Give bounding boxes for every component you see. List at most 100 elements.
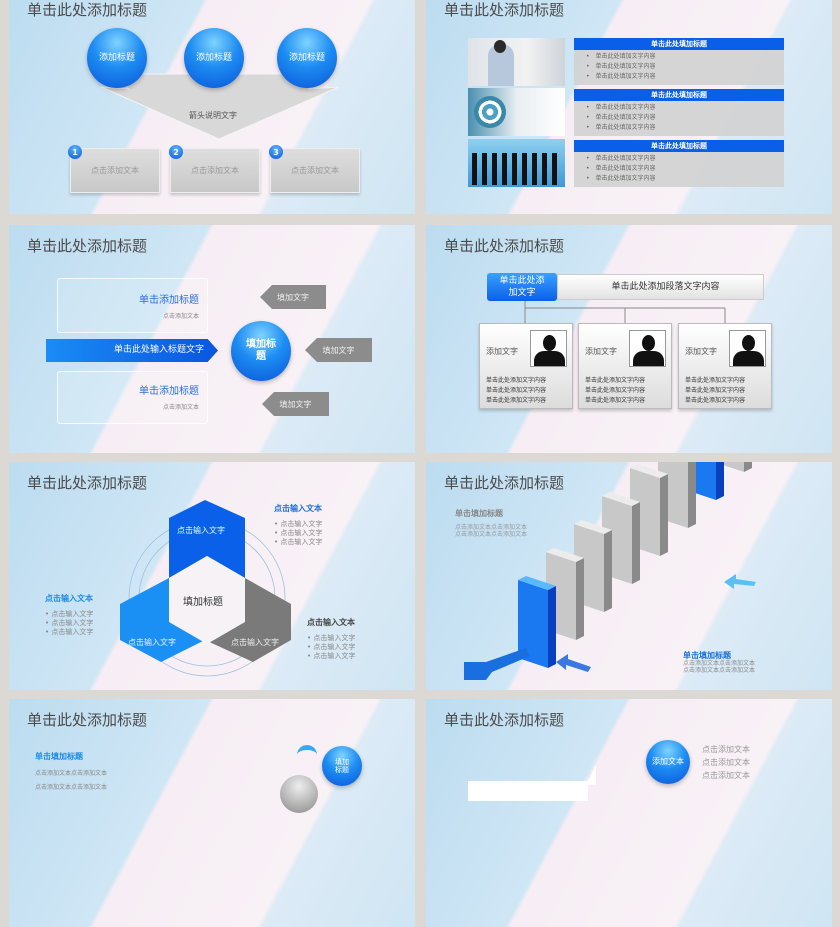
row-header[interactable]: 单击此处填加标题 [574, 89, 784, 101]
box-text: 点击添加文本 [162, 313, 199, 320]
bullet-item: 点击输入文字 [307, 652, 355, 661]
text-line: 点击添加文本 [702, 771, 750, 780]
title-arrow[interactable]: 单击此处输入标题文字 [46, 339, 218, 362]
slide-title: 单击此处添加标题 [444, 237, 565, 255]
slide-title: 单击此处添加标题 [27, 711, 148, 729]
number-badge: 3 [269, 145, 283, 159]
slide-thumbnail-6[interactable]: 单击此处添加标题 单击填加标题 点击添加文本点击添加文本点击添加文本点击添加文本… [426, 462, 832, 690]
arrow-caption: 箭头说明文字 [189, 111, 237, 120]
row-header[interactable]: 单击此处填加标题 [574, 140, 784, 152]
bullet-item: 单击此处填加文字内容 [586, 164, 784, 174]
title-box[interactable]: 单击添加标题 点击添加文本 [57, 371, 208, 424]
bullet-item: 单击此处填加文字内容 [586, 113, 784, 123]
text-line: 点击添加文本点击添加文本 [35, 770, 108, 777]
text-box[interactable]: 点击添加文本 [170, 148, 260, 193]
slide-title: 单击此处添加标题 [444, 474, 565, 492]
person-card[interactable]: 添加文字单击此处添加文字内容单击此处添加文字内容单击此处添加文字内容 [578, 323, 672, 409]
slide-thumbnail-3[interactable]: 单击此处添加标题 单击添加标题 点击添加文本 单击添加标题 点击添加文本 单击此… [9, 225, 415, 453]
card-line: 单击此处添加文字内容 [685, 387, 746, 394]
bullet-item: 点击输入文字 [45, 610, 93, 619]
steps-3d-graphic [464, 462, 756, 680]
bullet-item: 点击输入文字 [45, 619, 93, 628]
card-line: 单击此处添加文字内容 [486, 387, 547, 394]
bullet-item: 点击输入文字 [307, 643, 355, 652]
card-label: 添加文字 [486, 347, 518, 356]
bullet-item: 单击此处填加文字内容 [586, 72, 784, 82]
box-title: 单击添加标题 [139, 295, 199, 306]
hex-label[interactable]: 点击输入文字 [177, 526, 225, 535]
slide-thumbnail-5[interactable]: 单击此处添加标题 点击输入文字 点击输入文字 点击输入文字 填加标题 点击输入文… [9, 462, 415, 690]
row-body: 单击此处填加文字内容单击此处填加文字内容单击此处填加文字内容 [574, 50, 784, 85]
person-silhouette-icon [729, 330, 766, 367]
card-line: 单击此处添加文字内容 [585, 377, 646, 384]
tag-arrow[interactable]: 填加文字 [260, 285, 326, 309]
card-label: 添加文字 [685, 347, 717, 356]
group-title: 点击输入文本 [45, 594, 93, 603]
text-line: 点击添加文本点击添加文本 [683, 660, 756, 667]
title-circle[interactable]: 添加标题 [277, 28, 337, 88]
bullet-item: 单击此处填加文字内容 [586, 123, 784, 133]
person-silhouette-icon [530, 330, 567, 367]
gray-sphere [280, 775, 318, 813]
title-circle[interactable]: 添加标题 [87, 28, 147, 88]
text-line: 点击添加文本点击添加文本 [455, 524, 528, 531]
slide-title: 单击此处添加标题 [27, 474, 148, 492]
arrow-small-icon [556, 654, 591, 672]
card-line: 单击此处添加文字内容 [486, 397, 547, 404]
bullet-item: 点击输入文字 [274, 529, 322, 538]
business-people-photo [468, 139, 565, 187]
paragraph-bar[interactable]: 单击此处添加段落文字内容 [557, 274, 764, 300]
title-circle[interactable]: 添加标题 [184, 28, 244, 88]
text-line: 点击添加文本 [702, 745, 750, 754]
text-group: 点击输入文本点击输入文字点击输入文字点击输入文字 [45, 593, 93, 637]
tag-arrow[interactable]: 填加文字 [305, 338, 372, 362]
text-line: 点击添加文本点击添加文本 [35, 784, 108, 791]
bullet-item: 单击此处填加文字内容 [586, 52, 784, 62]
slide-thumbnail-4[interactable]: 单击此处添加标题 单击此处添加段落文字内容 单击此处添加文字 添加文字单击此处添… [426, 225, 832, 453]
slide-thumbnail-1[interactable]: 单击此处添加标题 添加标题 添加标题 添加标题 箭头说明文字 点击添加文本 点击… [9, 0, 415, 214]
text-circle[interactable]: 添加文本 [646, 740, 690, 784]
center-title[interactable]: 填加标题 [183, 597, 223, 608]
hex-label[interactable]: 点击输入文字 [231, 638, 279, 647]
number-badge: 2 [169, 145, 183, 159]
slide-thumbnail-2[interactable]: 单击此处添加标题 单击此处填加标题 单击此处填加文字内容单击此处填加文字内容单击… [426, 0, 832, 214]
card-line: 单击此处添加文字内容 [486, 377, 547, 384]
text-box[interactable]: 点击添加文本 [70, 148, 160, 193]
bullet-item: 点击输入文字 [307, 634, 355, 643]
text-box[interactable]: 点击添加文本 [270, 148, 360, 193]
card-line: 单击此处添加文字内容 [685, 397, 746, 404]
card-line: 单击此处添加文字内容 [585, 387, 646, 394]
bullet-item: 点击输入文字 [45, 628, 93, 637]
hexagon-diagram [120, 500, 291, 677]
label-box[interactable]: 单击此处添加文字 [487, 273, 557, 301]
row-header[interactable]: 单击此处填加标题 [574, 38, 784, 50]
center-circle[interactable]: 填加标题 [231, 321, 291, 381]
person-card[interactable]: 添加文字单击此处添加文字内容单击此处添加文字内容单击此处添加文字内容 [479, 323, 573, 409]
title-box[interactable]: 单击添加标题 点击添加文本 [57, 278, 208, 333]
curved-arrow-icon [297, 745, 317, 759]
bullet-item: 点击输入文字 [274, 538, 322, 547]
slide-title: 单击此处添加标题 [27, 1, 148, 19]
connector-lines [524, 301, 726, 323]
hex-label[interactable]: 点击输入文字 [128, 638, 176, 647]
block-title: 单击填加标题 [35, 752, 83, 761]
bullet-item: 单击此处填加文字内容 [586, 103, 784, 113]
slide-thumbnail-8[interactable]: 单击此处添加标题 添加文本 点击添加文本点击添加文本点击添加文本 [426, 699, 832, 927]
panel-pointer [586, 765, 596, 785]
number-badge: 1 [68, 145, 82, 159]
hexagon-top [169, 500, 245, 578]
slide-thumbnail-7[interactable]: 单击此处添加标题 单击填加标题 点击添加文本点击添加文本点击添加文本点击添加文本… [9, 699, 415, 927]
group-title: 点击输入文本 [274, 504, 322, 513]
box-title: 单击添加标题 [139, 386, 199, 397]
block-text: 点击添加文本点击添加文本点击添加文本点击添加文本 [35, 767, 107, 795]
title-circle[interactable]: 填加标题 [322, 746, 362, 786]
hexagon-center [169, 556, 245, 644]
block-text: 点击添加文本点击添加文本点击添加文本点击添加文本 [683, 660, 755, 674]
bullet-item: 点击输入文字 [274, 520, 322, 529]
person-silhouette-icon [629, 330, 666, 367]
block-text: 点击添加文本点击添加文本点击添加文本点击添加文本 [455, 524, 527, 538]
tag-arrow[interactable]: 填加文字 [262, 392, 329, 416]
group-title: 点击输入文本 [307, 618, 355, 627]
person-card[interactable]: 添加文字单击此处添加文字内容单击此处添加文字内容单击此处添加文字内容 [678, 323, 772, 409]
slide-title: 单击此处添加标题 [444, 1, 565, 19]
